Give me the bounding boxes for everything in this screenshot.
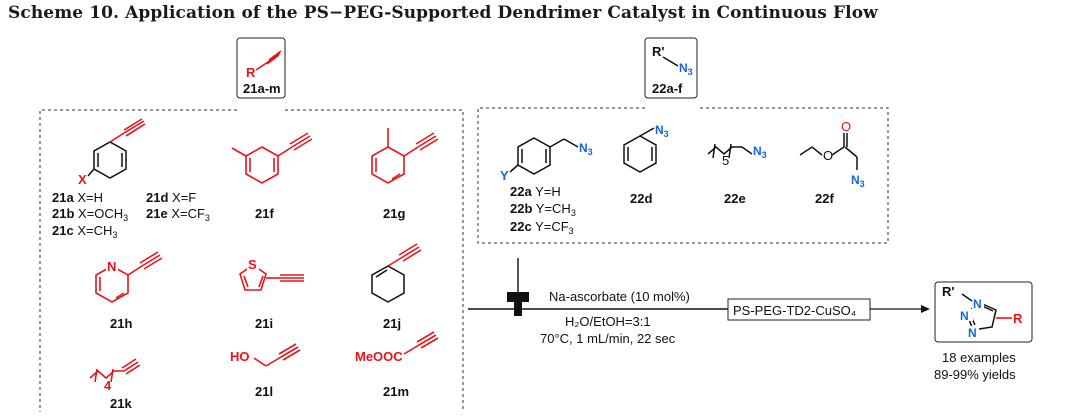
alkyne-21j-structure bbox=[371, 243, 422, 303]
azide-22d-structure: N3 bbox=[623, 123, 669, 173]
alkyne-21c-label: 21c X=CH3 bbox=[52, 223, 117, 240]
alkyne-21l-ho: HO bbox=[230, 349, 250, 364]
azide-22f-label: 22f bbox=[815, 191, 834, 206]
scheme-title: Scheme 10. Application of the PS−PEG-Sup… bbox=[8, 3, 878, 23]
catalyst-label: PS-PEG-TD2-CuSO₄ bbox=[733, 303, 856, 318]
azide-22e-n3: N3 bbox=[753, 144, 767, 160]
alkyne-21e-label: 21e X=CF3 bbox=[146, 206, 210, 223]
azide-22e-structure: 5 N3 bbox=[707, 143, 767, 168]
azide-22e-label: 22e bbox=[724, 191, 746, 206]
azide-22a-label: 22a Y=H bbox=[510, 184, 561, 199]
azide-22c-label: 22c Y=CF3 bbox=[510, 219, 574, 236]
yields-label: 89-99% yields bbox=[934, 367, 1016, 382]
azide-general-box: R' N3 22a-f bbox=[644, 37, 698, 99]
azide-box-label: 22a-f bbox=[652, 81, 683, 96]
alkyne-21b-label: 21b X=OCH3 bbox=[52, 206, 128, 223]
params-label: 70°C, 1 mL/min, 22 sec bbox=[540, 331, 676, 346]
alkyne-21m-structure: MeOOC bbox=[355, 331, 439, 364]
alkyne-box-label: 21a-m bbox=[243, 81, 281, 96]
alkyne-21a-label: 21a X=H bbox=[52, 190, 103, 205]
product-n1: N bbox=[973, 297, 982, 311]
azide-22e-sub: 5 bbox=[722, 153, 729, 168]
azide-n3-label: N3 bbox=[679, 61, 693, 77]
alkyne-21k-sub: 4 bbox=[104, 378, 112, 393]
azide-22f-o: O bbox=[823, 148, 833, 163]
alkyne-21i-structure: S bbox=[239, 257, 304, 291]
azide-22d-label: 22d bbox=[630, 191, 652, 206]
product-n3: N bbox=[968, 326, 977, 340]
alkyne-general-box: R 21a-m bbox=[236, 37, 286, 99]
alkyne-21i-label: 21i bbox=[255, 316, 273, 331]
alkyne-21l-label: 21l bbox=[255, 384, 273, 399]
alkyne-21g-structure bbox=[371, 128, 439, 184]
alkyne-r-label: R bbox=[246, 65, 256, 80]
alkyne-21h-label: 21h bbox=[110, 316, 132, 331]
alkyne-dashed-box bbox=[39, 109, 237, 412]
alkyne-21l-structure: HO bbox=[230, 343, 301, 367]
examples-label: 18 examples bbox=[942, 350, 1016, 365]
azide-r-label: R' bbox=[652, 44, 664, 59]
azide-22a-structure: N3 Y bbox=[500, 137, 593, 183]
azide-y-label: Y bbox=[500, 168, 509, 183]
alkyne-21f-structure bbox=[231, 132, 313, 184]
alkyne-21m-group: MeOOC bbox=[355, 349, 403, 364]
flow-mixer bbox=[468, 258, 728, 316]
azide-22f-structure: O O N3 bbox=[799, 119, 865, 189]
product-box: N N N R' R bbox=[934, 281, 1033, 343]
solvent-label: H₂O/EtOH=3:1 bbox=[565, 314, 651, 329]
alkyne-21j-label: 21j bbox=[383, 316, 401, 331]
product-n2: N bbox=[960, 309, 969, 323]
product-r1: R' bbox=[942, 284, 954, 299]
alkyne-21a-structure: X bbox=[78, 118, 146, 187]
alkyne-21g-label: 21g bbox=[383, 206, 405, 221]
reagent-label: Na-ascorbate (10 mol%) bbox=[549, 289, 690, 304]
alkyne-21k-label: 21k bbox=[110, 396, 132, 411]
azide-22f-carbonyl-o: O bbox=[841, 119, 851, 134]
alkyne-21h-n: N bbox=[107, 259, 116, 274]
alkyne-21d-label: 21d X=F bbox=[146, 190, 196, 205]
alkyne-21m-label: 21m bbox=[383, 384, 409, 399]
product-r: R bbox=[1013, 311, 1023, 326]
azide-22d-n3: N3 bbox=[655, 123, 669, 139]
alkyne-21k-structure: 4 bbox=[89, 358, 141, 393]
azide-22b-label: 22b Y=CH3 bbox=[510, 201, 576, 218]
alkyne-x-label: X bbox=[78, 172, 87, 187]
alkyne-21i-s: S bbox=[248, 257, 257, 272]
catalyst-box: PS-PEG-TD2-CuSO₄ bbox=[727, 298, 871, 321]
alkyne-21f-label: 21f bbox=[255, 206, 274, 221]
azide-22a-n3: N3 bbox=[579, 141, 593, 157]
azide-dashed-box bbox=[477, 107, 889, 244]
alkyne-21h-structure: N bbox=[95, 251, 163, 303]
azide-22f-n3: N3 bbox=[851, 173, 865, 189]
